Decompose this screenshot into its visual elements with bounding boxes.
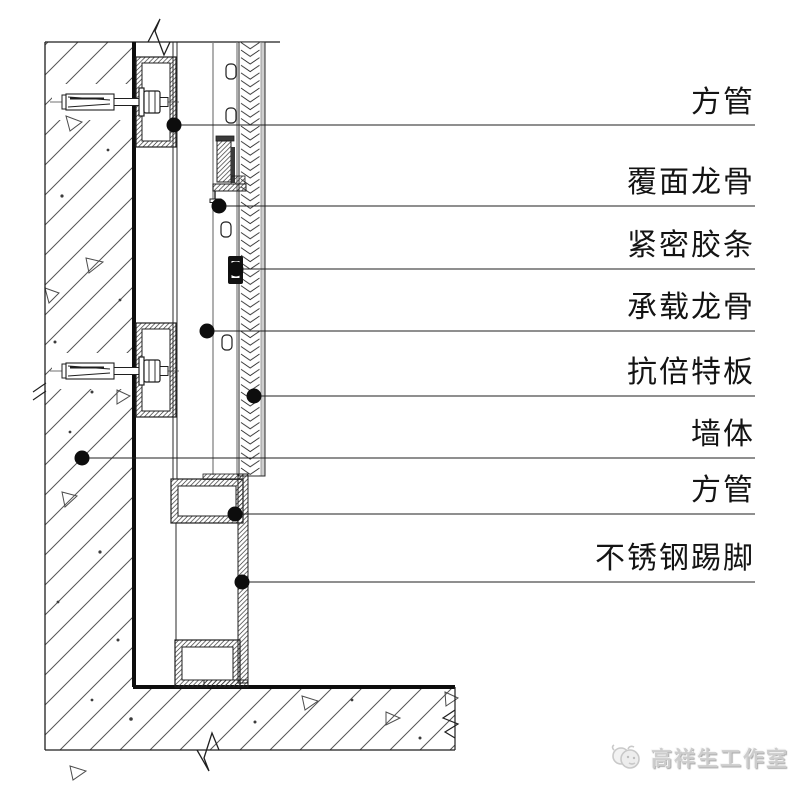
label-square-tube-top: 方管 bbox=[691, 86, 755, 119]
label-compact-laminate: 抗倍特板 bbox=[627, 356, 755, 389]
square-tube-lower-section bbox=[170, 478, 244, 524]
studio-watermark: 高祥生工作室 bbox=[608, 742, 789, 774]
label-facing-keel: 覆面龙骨 bbox=[627, 166, 755, 199]
break-mark-bottom bbox=[196, 731, 220, 772]
label-load-bearing-keel: 承载龙骨 bbox=[627, 291, 755, 324]
compact-laminate-board bbox=[238, 41, 266, 477]
label-stainless-skirting: 不锈钢踢脚 bbox=[595, 542, 755, 575]
aggregate-dots bbox=[53, 148, 422, 740]
studio-sheep-logo-icon bbox=[611, 744, 640, 769]
anchor-bolt-top bbox=[50, 87, 180, 117]
label-square-tube-bottom: 方管 bbox=[691, 474, 755, 507]
break-mark-top bbox=[147, 18, 171, 57]
label-wall-body: 墙体 bbox=[691, 418, 755, 451]
leader-dots bbox=[74, 117, 262, 590]
studio-watermark-text: 高祥生工作室 bbox=[651, 747, 789, 771]
panel-clips bbox=[220, 63, 237, 351]
leader-lines bbox=[82, 124, 755, 583]
anchor-bolt-middle bbox=[50, 356, 180, 386]
break-mark-right bbox=[441, 709, 460, 739]
break-mark-wall-edge bbox=[32, 382, 47, 401]
aggregate-symbols bbox=[44, 115, 460, 781]
label-tight-gasket-strip: 紧密胶条 bbox=[627, 229, 755, 262]
skirting-base-tube-section bbox=[174, 639, 241, 688]
